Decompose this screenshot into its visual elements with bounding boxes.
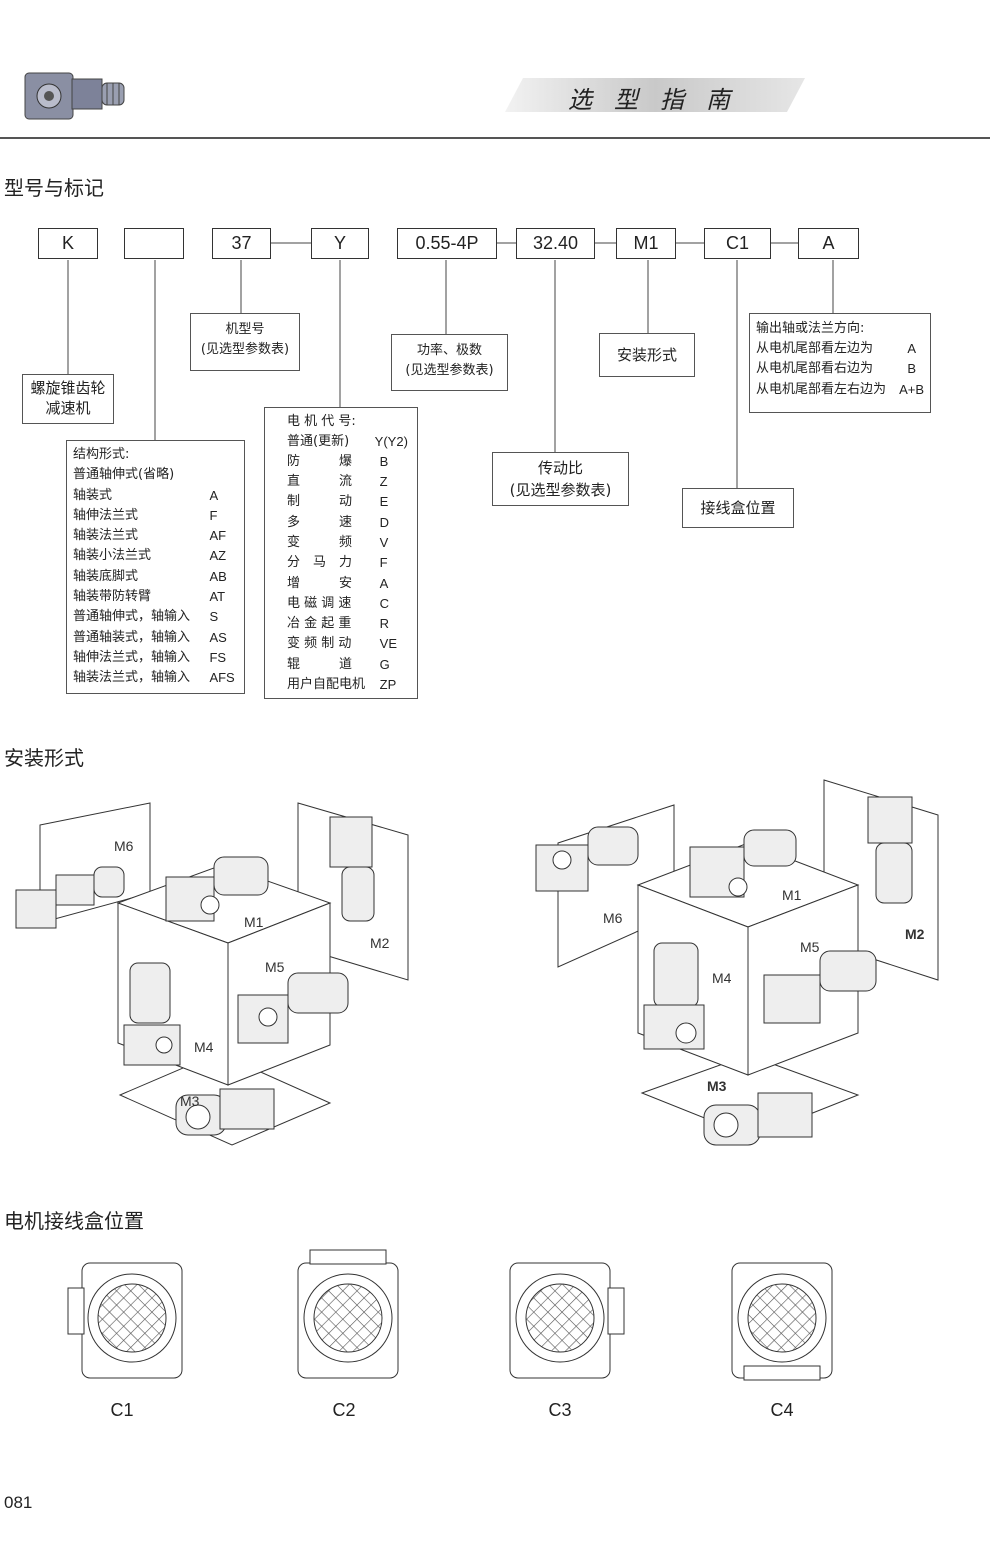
- gear-reducer-icon: [24, 72, 125, 120]
- code-box-mounting: M1: [616, 228, 676, 259]
- mount-label-right-m3: M3: [707, 1078, 727, 1094]
- section-title-mounting: 安装形式: [4, 746, 84, 770]
- code-box-type: K: [38, 228, 98, 259]
- mount-label-right-m4: M4: [712, 970, 732, 986]
- note-frame-size: 机型号 (见选型参数表): [190, 313, 300, 371]
- mount-label-right-m2: M2: [905, 926, 925, 942]
- note-reducer-type: 螺旋锥齿轮 减速机: [22, 374, 114, 424]
- code-connectors: [67, 242, 834, 488]
- mount-label-left-m2: M2: [370, 935, 390, 951]
- terminal-position-c3-drawing: [509, 1262, 625, 1379]
- header-logo: [22, 65, 127, 125]
- note-mounting-form: 安装形式: [599, 333, 695, 377]
- terminal-position-c4-drawing: [731, 1262, 833, 1381]
- code-box-motor: Y: [311, 228, 369, 259]
- code-box-ratio: 32.40: [516, 228, 595, 259]
- section-title-terminal-box: 电机接线盒位置: [4, 1209, 144, 1233]
- mount-label-right-m1: M1: [782, 887, 802, 903]
- code-box-power: 0.55-4P: [397, 228, 497, 259]
- header-rule: [0, 137, 990, 139]
- mounting-diagram-right: [535, 779, 939, 1146]
- terminal-position-c1-drawing: [67, 1262, 183, 1379]
- code-box-direction: A: [798, 228, 859, 259]
- title-banner: [505, 78, 805, 112]
- code-box-terminal: C1: [704, 228, 771, 259]
- terminal-label-c4: C4: [770, 1400, 794, 1420]
- terminal-label-c1: C1: [110, 1400, 134, 1420]
- terminal-position-c2-drawing: [297, 1249, 399, 1379]
- terminal-label-c2: C2: [332, 1400, 356, 1420]
- mounting-diagram-left: [15, 802, 409, 1146]
- mount-label-right-m6: M6: [603, 910, 623, 926]
- gear-unit-icon: [15, 816, 375, 1136]
- note-terminal-box: 接线盒位置: [682, 488, 794, 528]
- code-box-structure: [124, 228, 184, 259]
- mount-label-left-m3: M3: [180, 1093, 200, 1109]
- page-title: 选型指南: [568, 86, 752, 114]
- mount-label-left-m1: M1: [244, 914, 264, 930]
- mount-label-left-m4: M4: [194, 1039, 214, 1055]
- terminal-box-drawings: [67, 1249, 833, 1381]
- note-ratio: 传动比 (见选型参数表): [492, 452, 629, 506]
- section-title-model: 型号与标记: [4, 176, 104, 200]
- page-number: 081: [4, 1493, 33, 1512]
- mount-label-left-m6: M6: [114, 838, 134, 854]
- mount-label-left-m5: M5: [265, 959, 285, 975]
- terminal-label-c3: C3: [548, 1400, 572, 1420]
- note-power-poles: 功率、极数 (见选型参数表): [391, 334, 508, 391]
- code-box-frame: 37: [212, 228, 271, 259]
- mount-label-right-m5: M5: [800, 939, 820, 955]
